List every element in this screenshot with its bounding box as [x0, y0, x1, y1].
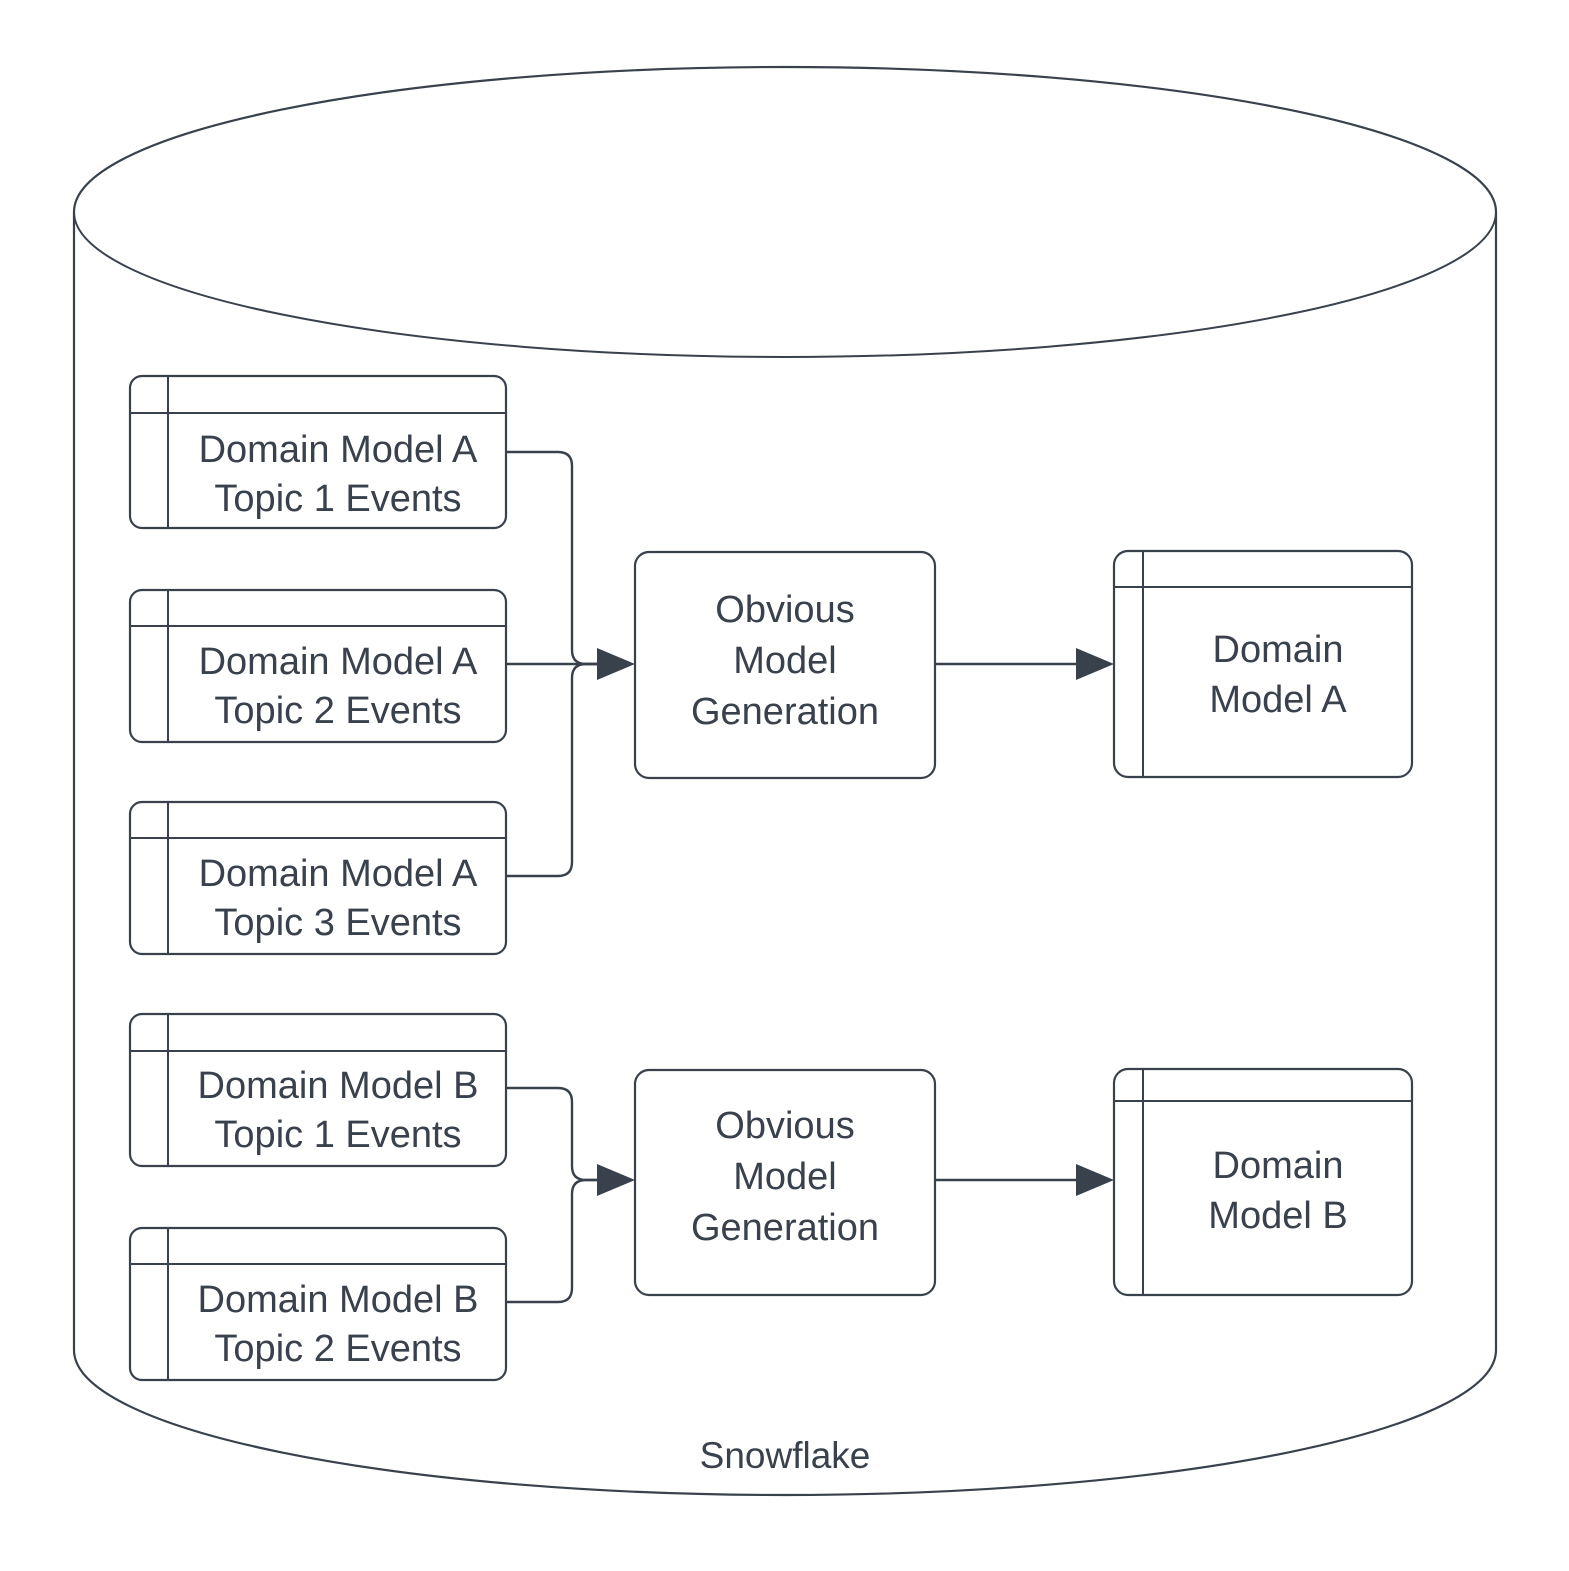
node-b-topic-2[interactable]: Domain Model B Topic 2 Events — [128, 1226, 508, 1382]
node-a-topic-1[interactable]: Domain Model A Topic 1 Events — [128, 374, 508, 530]
node-domain-model-b-line1: Domain — [1213, 1145, 1344, 1187]
node-process-a-line1: Obvious — [715, 589, 854, 631]
edge-b2-to-process-b — [506, 1178, 600, 1304]
node-a-topic-2[interactable]: Domain Model A Topic 2 Events — [128, 588, 508, 744]
node-a-topic-1-line2: Topic 1 Events — [214, 478, 461, 520]
node-a-topic-3-line1: Domain Model A — [199, 853, 478, 895]
edge-b1-to-process-b — [506, 1086, 600, 1182]
node-domain-model-b[interactable]: Domain Model B — [1112, 1067, 1414, 1297]
node-b-topic-2-line1: Domain Model B — [198, 1279, 479, 1321]
node-a-topic-1-line1: Domain Model A — [199, 429, 478, 471]
arrowhead-into-process-b — [597, 1164, 635, 1196]
node-domain-model-a[interactable]: Domain Model A — [1112, 549, 1414, 779]
node-domain-model-a-line2: Model A — [1209, 679, 1347, 721]
node-process-a-line3: Generation — [691, 691, 879, 733]
node-domain-model-b-line2: Model B — [1208, 1195, 1347, 1237]
node-a-topic-2-line1: Domain Model A — [199, 641, 478, 683]
node-domain-model-a-line1: Domain — [1213, 629, 1344, 671]
node-a-topic-3-line2: Topic 3 Events — [214, 902, 461, 944]
node-process-a-line2: Model — [733, 640, 837, 682]
node-b-topic-1-line1: Domain Model B — [198, 1065, 479, 1107]
node-process-b[interactable]: Obvious Model Generation — [633, 1068, 937, 1297]
node-a-topic-2-line2: Topic 2 Events — [214, 690, 461, 732]
arrowhead-into-process-a — [597, 648, 635, 680]
node-a-topic-3[interactable]: Domain Model A Topic 3 Events — [128, 800, 508, 956]
edge-process-a-to-model-a — [935, 648, 1114, 680]
node-b-topic-1-line2: Topic 1 Events — [214, 1114, 461, 1156]
node-process-b-line1: Obvious — [715, 1105, 854, 1147]
node-process-a[interactable]: Obvious Model Generation — [633, 550, 937, 780]
edges-group-b — [506, 1086, 635, 1304]
node-process-b-line3: Generation — [691, 1207, 879, 1249]
edge-process-b-to-model-b — [935, 1164, 1114, 1196]
edges-group-a — [506, 450, 635, 878]
snowflake-label: Snowflake — [700, 1435, 871, 1476]
node-b-topic-1[interactable]: Domain Model B Topic 1 Events — [128, 1012, 508, 1168]
node-process-b-line2: Model — [733, 1156, 837, 1198]
node-b-topic-2-line2: Topic 2 Events — [214, 1328, 461, 1370]
edge-a3-to-process-a — [506, 662, 600, 878]
